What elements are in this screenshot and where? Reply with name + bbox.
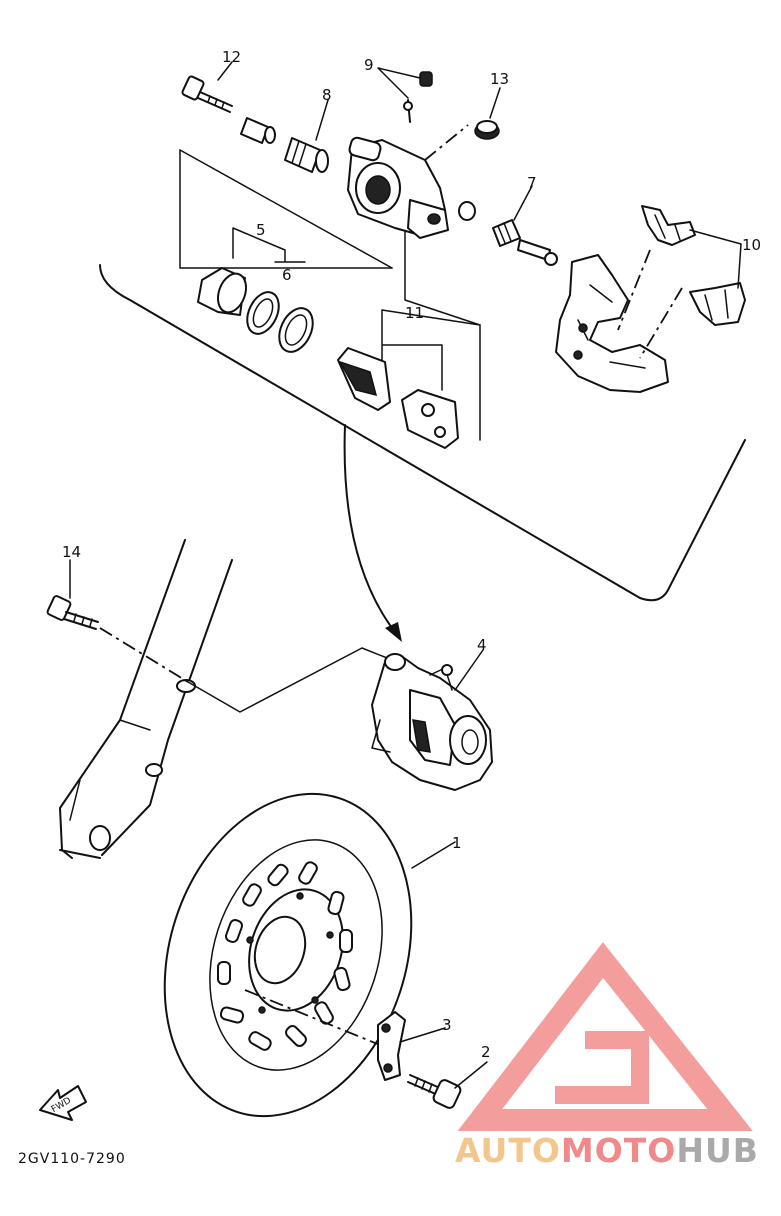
bolt-14 [46, 595, 99, 630]
leader-dash-13 [424, 124, 469, 161]
bracket-11-link [404, 229, 481, 326]
pad-11-b [401, 389, 459, 449]
bleed-screw-9 [403, 71, 433, 123]
brake-disc-1 [163, 792, 413, 1118]
callout-7: 7 [527, 174, 537, 192]
bolt-2 [407, 1074, 462, 1109]
caliper-body-top [347, 136, 476, 239]
lock-plate-3 [377, 1011, 406, 1081]
clip-10-lower [689, 282, 746, 326]
leader-dash-disc [244, 989, 381, 1046]
bracket-5-6 [232, 227, 306, 263]
callout-12: 12 [222, 48, 241, 66]
watermark-moto: MOTO [561, 1131, 676, 1170]
boot-7 [492, 219, 558, 266]
callout-8: 8 [322, 86, 332, 104]
callout-14: 14 [62, 543, 81, 561]
fwd-arrow-icon: FWD [39, 1085, 87, 1121]
clip-10-upper [641, 205, 696, 246]
watermark-text: AUTOMOTOHUB [455, 1131, 759, 1170]
bracket-left [179, 149, 393, 269]
callout-3: 3 [442, 1016, 452, 1034]
pad-11-a [337, 347, 391, 411]
bolt-12 [181, 75, 233, 113]
assembly-arrow-head [385, 622, 402, 642]
assembly-arrow [343, 424, 396, 633]
callout-10: 10 [742, 236, 761, 254]
bracket-diag [179, 149, 393, 269]
seal-6-a [246, 291, 280, 335]
sleeve [240, 117, 276, 144]
callout-1: 1 [452, 834, 462, 852]
callout-9: 9 [364, 56, 374, 74]
leader-dash-10 [617, 249, 683, 359]
cap-13 [474, 120, 500, 140]
callout-6: 6 [282, 266, 292, 284]
callout-13: 13 [490, 70, 509, 88]
caliper-assembly-4 [371, 653, 493, 791]
seal-6-b-inner [284, 314, 308, 346]
seal-6-a-inner [252, 298, 274, 328]
caliper-bracket [555, 254, 669, 393]
diagram-code: 2GV110-7290 [18, 1151, 126, 1167]
seal-6-b [278, 307, 314, 353]
piston-5 [197, 267, 248, 316]
watermark-hub: HUB [676, 1131, 759, 1170]
mount-line [187, 647, 393, 713]
boot-8 [284, 137, 329, 173]
callout-5: 5 [256, 221, 266, 239]
callout-leaders [69, 61, 742, 1089]
leader-dash-14 [99, 627, 189, 683]
callout-11: 11 [405, 304, 424, 322]
callout-4: 4 [477, 636, 487, 654]
exploded-frame [99, 264, 746, 602]
fork-leg [59, 539, 233, 859]
watermark-auto: AUTO [455, 1131, 561, 1170]
watermark-logo-icon [457, 942, 753, 1131]
callout-2: 2 [481, 1043, 491, 1061]
